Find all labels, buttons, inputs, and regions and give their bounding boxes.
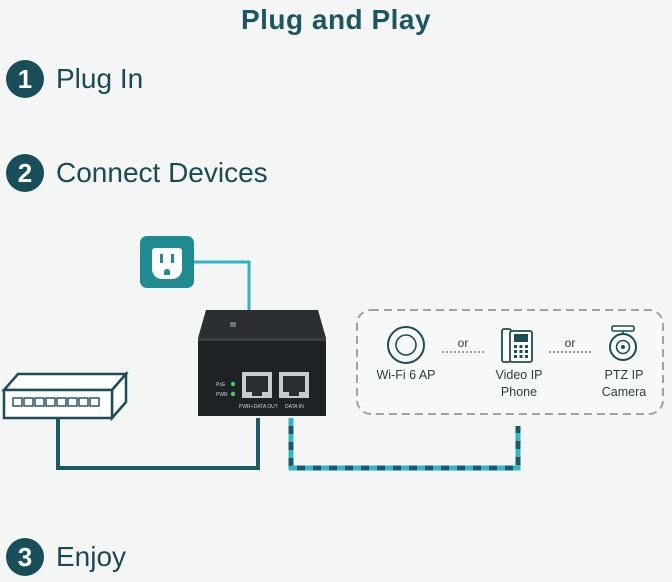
network-switch-icon <box>1 370 129 422</box>
device-label-phone-line2: Phone <box>501 385 537 399</box>
rj45-port-in-icon <box>279 372 309 398</box>
power-outlet-icon <box>140 236 194 288</box>
poe-cable-dashed <box>288 418 521 471</box>
device-label-camera-line1: PTZ IP <box>605 368 644 382</box>
led-label-pwr: PWR <box>216 392 228 398</box>
step-connect-devices: 2 Connect Devices <box>6 154 268 192</box>
step-number-badge: 3 <box>6 538 44 576</box>
power-led-icon <box>230 391 236 397</box>
separator-or-2: or <box>565 336 576 350</box>
data-cable <box>56 418 260 470</box>
device-label-camera-line2: Camera <box>602 385 647 399</box>
device-label-ap: Wi-Fi 6 AP <box>376 368 435 382</box>
rj45-port-out-icon <box>242 372 272 398</box>
step-label: Connect Devices <box>56 157 268 188</box>
page-title: Plug and Play <box>240 4 432 35</box>
camera-icon <box>609 325 637 361</box>
ip-phone-icon <box>501 328 533 363</box>
step-number-badge: 2 <box>6 154 44 192</box>
access-point-icon <box>387 326 425 364</box>
port-label-out: PWR+DATA OUT <box>239 404 278 410</box>
step-label: Plug In <box>56 63 144 94</box>
device-label-phone-line1: Video IP <box>495 368 542 382</box>
port-label-in: DATA IN <box>285 404 304 410</box>
poe-cable-dark <box>288 418 521 471</box>
step-enjoy: 3 Enjoy <box>6 538 126 576</box>
poe-injector: PoE PWR PWR+DATA OUT DATA IN <box>198 310 326 416</box>
step-number-badge: 1 <box>6 60 44 98</box>
step-plug-in: 1 Plug In <box>6 60 143 98</box>
power-cable <box>194 260 251 312</box>
separator-or-1: or <box>458 336 469 350</box>
poe-led-icon <box>230 381 236 387</box>
led-label-poe: PoE <box>216 382 226 388</box>
step-label: Enjoy <box>56 541 127 572</box>
